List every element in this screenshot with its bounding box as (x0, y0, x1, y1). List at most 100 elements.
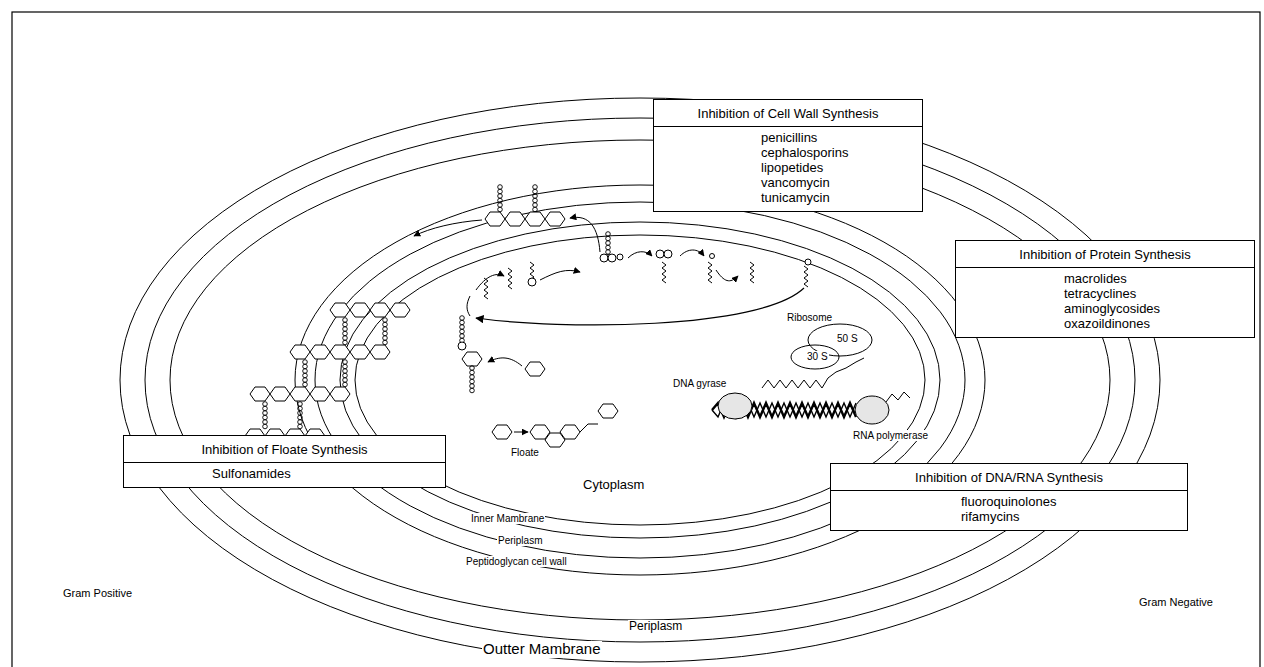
dna-helix-part (855, 396, 889, 424)
lipid-carrier-cycle-part (662, 262, 666, 283)
peptidoglycan-lattice-part (330, 387, 350, 401)
folate-structure (492, 404, 618, 447)
peptidoglycan-lattice-part (290, 387, 310, 401)
layer-label: Periplasm (497, 535, 543, 546)
drug-name: Sulfonamides (212, 466, 439, 481)
peptidoglycan-lattice-part (290, 345, 310, 359)
lipid-carrier-cycle-part (600, 254, 608, 262)
peptidoglycan-lattice-part (270, 387, 290, 401)
sugar-activation-part (462, 352, 482, 366)
peptidoglycan-lattice-part (343, 360, 348, 387)
wall-precursor-part (414, 220, 482, 236)
folate-structure-part (514, 432, 528, 433)
lipid-carrier-cycle-part (508, 268, 512, 289)
drug-name: vancomycin (761, 175, 916, 190)
drug-name: aminoglycosides (1064, 301, 1248, 316)
drug-name: rifamycins (961, 509, 1181, 524)
cell-type-label: Gram Positive (62, 587, 133, 599)
ribosome (762, 324, 872, 388)
box-heading: Inhibition of Floate Synthesis (124, 436, 445, 463)
drug-name: lipopetides (761, 160, 916, 175)
subunit-label: 50 S (836, 333, 859, 344)
lipid-carrier-cycle-part (484, 278, 488, 299)
membrane-rings (120, 98, 1160, 662)
peptidoglycan-lattice-part (370, 303, 390, 317)
lipid-carrier-cycle-part (628, 252, 652, 258)
lipid-carrier-cycle-part (656, 250, 664, 258)
mechanism-box: Inhibition of DNA/RNA Synthesisfluoroqui… (830, 463, 1188, 531)
lipid-carrier-cycle-part (750, 262, 754, 283)
lipid-carrier-cycle-part (476, 275, 504, 290)
peptidoglycan-lattice-part (250, 387, 270, 401)
drug-name: tunicamycin (761, 190, 916, 205)
drug-name: macrolides (1064, 271, 1248, 286)
lipid-carrier-cycle-part (710, 254, 715, 259)
organelle-label: Ribosome (786, 312, 833, 323)
peptidoglycan-lattice-part (370, 345, 390, 359)
peptidoglycan-lattice-part (350, 345, 370, 359)
folate-structure-part (598, 404, 618, 418)
molecule-label: Floate (510, 447, 540, 458)
enzyme-label: RNA polymerase (852, 430, 929, 441)
drug-name: penicillins (761, 130, 916, 145)
lipid-carrier-cycle-part (617, 254, 623, 260)
lipid-carrier-cycle-part (458, 342, 466, 350)
enzyme-label: DNA gyrase (672, 378, 727, 389)
mechanism-box: Inhibition of Cell Wall Synthesispenicil… (653, 99, 923, 212)
lipid-carrier-cycle-part (664, 250, 672, 258)
mechanism-box: Inhibition of Protein Synthesismacrolide… (955, 240, 1255, 338)
lipid-carrier-cycle-part (608, 254, 616, 262)
cell-type-label: Gram Negative (1138, 596, 1214, 608)
peptidoglycan-lattice-part (298, 402, 303, 429)
drug-list: macrolidestetracyclinesaminoglycosidesox… (956, 268, 1254, 337)
drug-name: tetracyclines (1064, 286, 1248, 301)
folate-structure-part (560, 425, 580, 439)
wall-precursor-part (485, 212, 505, 226)
dna-helix (712, 392, 910, 424)
lipid-carrier-cycle-part (680, 250, 704, 256)
drug-list: penicillinscephalosporinslipopetidesvanc… (654, 127, 922, 211)
drug-list: Sulfonamides (124, 463, 445, 487)
peptidoglycan-lattice-part (350, 303, 370, 317)
lipid-carrier-cycle-part (476, 288, 804, 325)
ribosome-part (791, 345, 839, 369)
dna-helix-part (718, 393, 752, 419)
peptidoglycan-lattice-part (303, 360, 308, 387)
membrane-rings-part (120, 98, 1160, 662)
box-heading: Inhibition of DNA/RNA Synthesis (831, 464, 1187, 491)
frame (12, 12, 1260, 667)
folate-structure-part (580, 424, 598, 432)
membrane-rings-part (170, 140, 1110, 620)
lipid-carrier-cycle-part (540, 270, 580, 280)
drug-name: cephalosporins (761, 145, 916, 160)
lipid-carrier-cycle-part (460, 316, 465, 343)
sugar-activation-part (470, 366, 475, 393)
wall-precursor-part (525, 212, 545, 226)
ribosome-part (762, 358, 864, 388)
subunit-label: 30 S (806, 351, 829, 362)
lipid-carrier-cycle-part (805, 259, 811, 265)
peptidoglycan-lattice-part (383, 318, 388, 345)
folate-structure-part (492, 425, 512, 439)
wall-precursor-part (498, 185, 503, 212)
lipid-carrier-cycle-part (716, 270, 738, 281)
lipid-carrier-cycle-part (708, 262, 712, 283)
wall-precursor-part (570, 217, 600, 252)
lipid-carrier-cycle-part (804, 266, 808, 287)
drug-list: fluoroquinolonesrifamycins (831, 491, 1187, 530)
peptidoglycan-lattice-part (310, 345, 330, 359)
sugar-activation-part (488, 358, 522, 366)
wall-precursor-part (533, 185, 538, 212)
wall-precursor (414, 185, 600, 252)
lipid-carrier-cycle (458, 232, 811, 350)
lipid-carrier-cycle-part (528, 278, 536, 286)
peptidoglycan-lattice-part (343, 318, 348, 345)
layer-label: Outter Mambrane (482, 641, 602, 658)
peptidoglycan-lattice-part (330, 303, 350, 317)
sugar-activation (462, 352, 545, 393)
peptidoglycan-lattice-part (390, 303, 410, 317)
lipid-carrier-cycle-part (467, 296, 470, 316)
peptidoglycan-lattice-part (310, 387, 330, 401)
membrane-rings-part (145, 118, 1135, 642)
